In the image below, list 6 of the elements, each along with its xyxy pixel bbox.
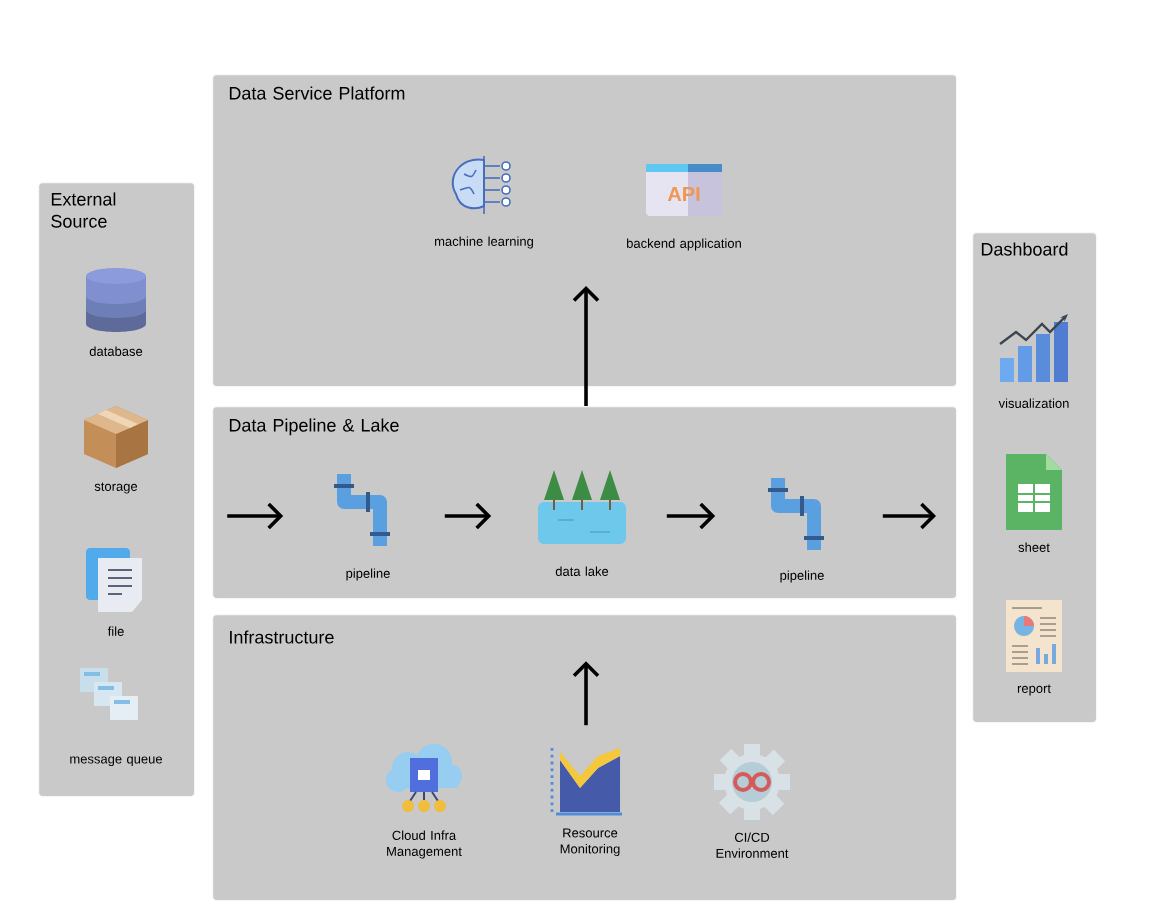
arrow xyxy=(882,502,936,530)
arrow xyxy=(572,286,600,406)
arrow xyxy=(572,661,600,726)
arrow xyxy=(666,502,716,530)
arrow xyxy=(227,502,284,530)
arrow xyxy=(444,502,492,530)
